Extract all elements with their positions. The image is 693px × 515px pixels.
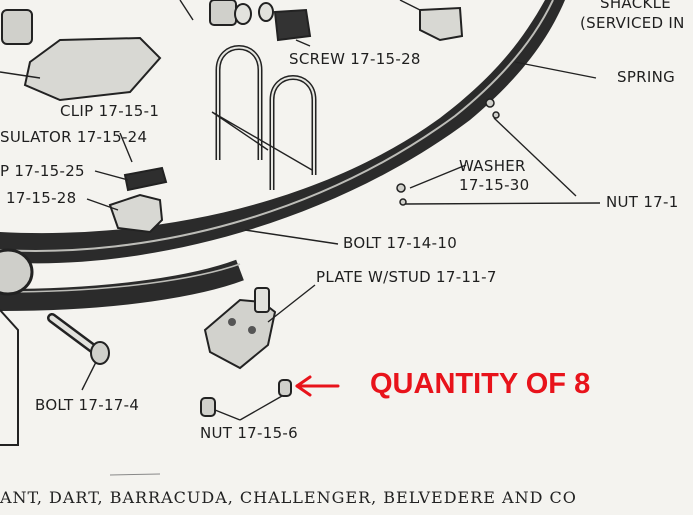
label-bolt-left: BOLT 17-17-4 (35, 396, 140, 414)
footer-rule (109, 473, 161, 476)
label-left-part: 17-15-28 (6, 189, 77, 207)
washer-small-1 (485, 98, 495, 108)
label-shackle: SHACKLE (600, 0, 672, 12)
label-insulator: SULATOR 17-15-24 (0, 128, 148, 146)
clamp-bracket (108, 193, 164, 234)
washer-top (234, 3, 252, 25)
label-clip: CLIP 17-15-1 (60, 102, 160, 120)
nut-small-1 (396, 183, 406, 193)
insulator-pad (123, 166, 168, 192)
label-washer: WASHER (459, 157, 526, 175)
label-bolt-mid: BOLT 17-14-10 (343, 234, 458, 252)
top-left-bushing (1, 9, 33, 45)
spring-eye (0, 248, 34, 296)
label-nut-right: NUT 17-1 (606, 193, 679, 211)
callout-arrow (295, 375, 340, 397)
nut-bottom-2 (278, 379, 292, 397)
u-bolt-clip-1 (215, 45, 263, 160)
leaf-spring-lower (0, 259, 244, 311)
label-serviced: (SERVICED IN (580, 14, 685, 32)
footer-models: ANT, DART, BARRACUDA, CHALLENGER, BELVED… (0, 488, 577, 507)
plate-with-stud (203, 298, 277, 370)
retainer-top (419, 6, 464, 42)
nut-bottom-1 (200, 397, 216, 417)
label-screw: SCREW 17-15-28 (289, 50, 421, 68)
label-nut-bottom: NUT 17-15-6 (200, 424, 298, 442)
bottom-left-bracket (0, 309, 19, 446)
u-bolt-clip-2 (269, 75, 317, 190)
leader-lines (0, 0, 601, 421)
leaf-spring-highlight (0, 0, 554, 252)
shackle-bushing (209, 0, 237, 26)
label-spring: SPRING (617, 68, 676, 86)
quantity-callout: QUANTITY OF 8 (370, 368, 591, 400)
leaf-spring (0, 0, 565, 264)
insulator-top (273, 8, 312, 42)
label-plate: PLATE W/STUD 17-11-7 (316, 268, 497, 286)
hanger-bracket (23, 36, 162, 102)
label-washer-number: 17-15-30 (459, 176, 530, 194)
label-p-part: P 17-15-25 (0, 162, 85, 180)
